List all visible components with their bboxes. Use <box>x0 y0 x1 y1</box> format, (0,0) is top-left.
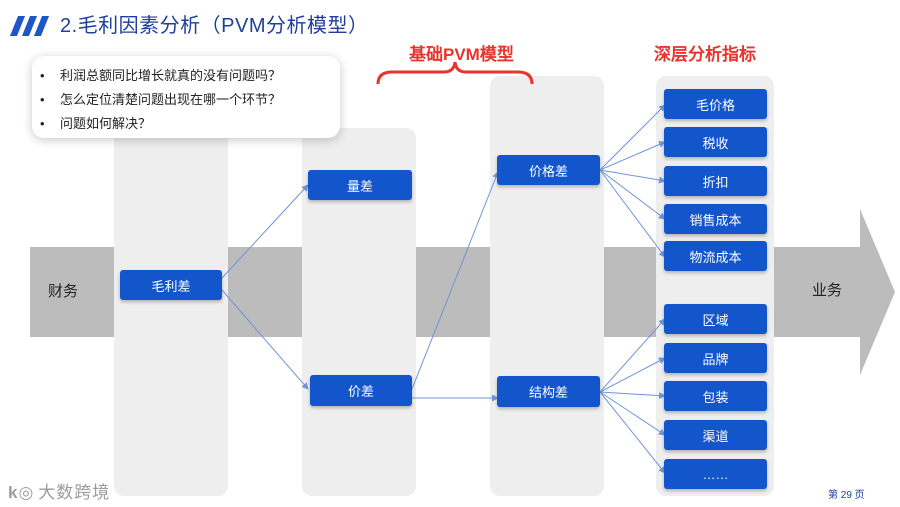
column-price-mix <box>490 76 604 496</box>
question-item: 怎么定位清楚问题出现在哪一个环节？ <box>40 88 340 112</box>
connector-pricediff-m4 <box>599 169 666 258</box>
metric-more[interactable]: …… <box>664 459 767 489</box>
flow-arrowhead <box>860 209 895 375</box>
page-title: 2.毛利因素分析（PVM分析模型） <box>60 15 369 37</box>
metric-channel[interactable]: 渠道 <box>664 420 767 450</box>
metric-discount[interactable]: 折扣 <box>664 166 767 196</box>
pvm-bracket <box>376 61 534 85</box>
node-volume-diff[interactable]: 量差 <box>308 170 412 200</box>
band-right-label: 业务 <box>812 282 843 299</box>
connector-mixdiff-m5 <box>599 318 666 393</box>
node-price-variance[interactable]: 价格差 <box>497 155 600 185</box>
connector-gm-volume <box>221 184 309 279</box>
connector-pricediff-m3 <box>599 169 666 220</box>
logo-text: 大数跨境 <box>38 483 111 502</box>
pvm-header: 基础PVM模型 <box>409 45 514 64</box>
question-item: 问题如何解决？ <box>40 112 340 136</box>
node-price-diff[interactable]: 价差 <box>310 375 412 406</box>
band-left-label: 财务 <box>48 283 79 300</box>
logo-mark-icon: k◎ <box>8 483 35 502</box>
metric-brand[interactable]: 品牌 <box>664 343 767 373</box>
column-gross-margin <box>114 128 228 496</box>
metric-sales-cost[interactable]: 销售成本 <box>664 204 767 234</box>
page-number: 第 29 页 <box>828 490 865 501</box>
connector-pricediff-m2 <box>599 169 666 184</box>
node-gross-margin-diff[interactable]: 毛利差 <box>120 270 222 300</box>
connector-price-pricediff <box>411 171 500 390</box>
metric-region[interactable]: 区域 <box>664 304 767 334</box>
metric-tax[interactable]: 税收 <box>664 127 767 157</box>
connector-pricediff-m1 <box>599 141 666 171</box>
watermark-logo: k◎大数跨境 <box>8 478 110 503</box>
metric-gross-price[interactable]: 毛价格 <box>664 89 767 119</box>
question-item: 利润总额同比增长就真的没有问题吗？ <box>40 64 340 88</box>
connector-mixdiff-m7 <box>599 391 666 400</box>
question-callout: 利润总额同比增长就真的没有问题吗？ 怎么定位清楚问题出现在哪一个环节？ 问题如何… <box>32 56 340 138</box>
connector-pricediff-m0 <box>599 104 666 171</box>
connector-mixdiff-m9 <box>599 391 666 474</box>
connector-gm-price <box>221 289 309 390</box>
metric-logistics-cost[interactable]: 物流成本 <box>664 241 767 271</box>
metric-packaging[interactable]: 包装 <box>664 381 767 411</box>
connector-mixdiff-m6 <box>599 357 666 393</box>
node-mix-variance[interactable]: 结构差 <box>497 376 600 407</box>
connector-mixdiff-m8 <box>599 391 666 436</box>
deep-metrics-header: 深层分析指标 <box>654 45 756 64</box>
question-list: 利润总额同比增长就真的没有问题吗？ 怎么定位清楚问题出现在哪一个环节？ 问题如何… <box>32 56 340 136</box>
